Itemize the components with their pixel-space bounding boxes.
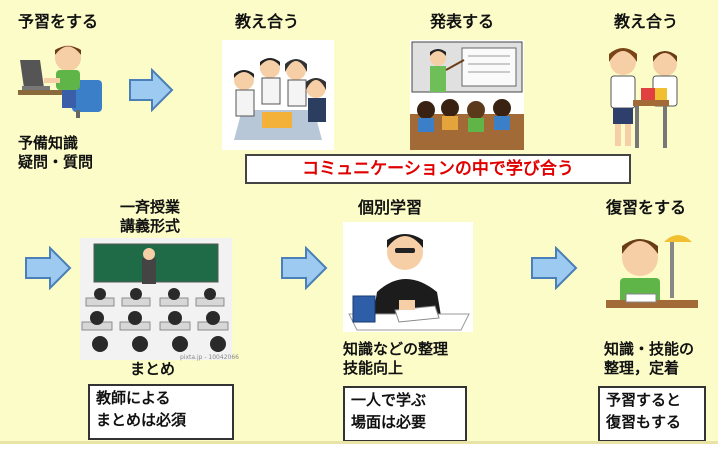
illustration-credit: pixta.jp - 10042066 [180,354,239,361]
slide: 予習をする 予備知識 疑問・質問 教え合う [0,0,718,444]
step-happyo-title: 発表する [430,12,495,31]
step-yoshu-title: 予習をする [18,12,99,31]
kobetsu-note-box: 一人で学ぶ 場面は必要 [343,386,467,441]
individual-study-illustration [343,222,473,332]
step-yoshu-subtitle: 予備知識 疑問・質問 [18,134,94,171]
student-presenting-illustration [410,40,524,150]
step-oshie2-title: 教え合う [614,12,679,31]
issei-note-box: 教師による まとめは必須 [88,384,234,440]
arrow-right-icon [25,246,72,290]
step-issei-subtitle: まとめ [130,360,176,378]
step-issei-title: 一斉授業 講義形式 [120,198,181,235]
fukushu-note-box: 予習すると 復習もする [598,386,706,441]
two-students-desk-illustration [595,38,695,156]
step-fukushu-subtitle: 知識・技能の 整理，定着 [604,340,695,377]
students-teaching-each-other-illustration [222,40,334,150]
arrow-right-icon [531,246,578,290]
step-kobetsu-title: 個別学習 [358,198,423,217]
step-oshie1-title: 教え合う [235,12,300,31]
arrow-right-icon [129,68,174,112]
communication-banner: コミュニケーションの中で学び合う [245,154,631,184]
step-fukushu-title: 復習をする [606,198,687,217]
arrow-right-icon [281,246,328,290]
step-kobetsu-subtitle: 知識などの整理 技能向上 [343,340,449,377]
lecture-classroom-illustration [80,238,232,360]
student-laptop-illustration [10,40,108,120]
student-reviewing-illustration [606,222,698,326]
